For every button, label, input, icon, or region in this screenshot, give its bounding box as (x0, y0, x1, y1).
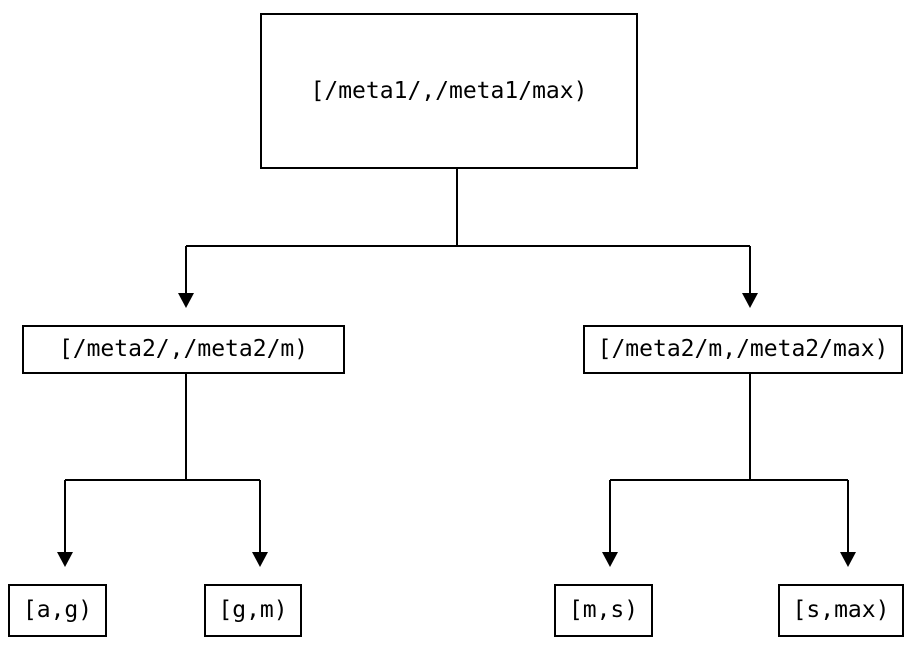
arrowhead-icon (742, 293, 758, 308)
node-root: [/meta1/,/meta1/max) (260, 13, 638, 169)
edge-meta2-left-to-leaf-ag (57, 480, 73, 567)
node-meta2-right: [/meta2/m,/meta2/max) (583, 325, 903, 374)
node-leaf-smax: [s,max) (778, 584, 904, 637)
node-meta2-left-label: [/meta2/,/meta2/m) (58, 336, 309, 362)
node-leaf-smax-label: [s,max) (792, 597, 890, 623)
node-meta2-left: [/meta2/,/meta2/m) (22, 325, 345, 374)
node-meta2-right-label: [/meta2/m,/meta2/max) (597, 336, 889, 362)
arrowhead-icon (57, 552, 73, 567)
edge-meta2-left-branch (65, 374, 260, 481)
arrowhead-icon (252, 552, 268, 567)
node-leaf-ms-label: [m,s) (568, 597, 639, 623)
arrowhead-icon (840, 552, 856, 567)
edge-meta2-right-to-leaf-smax (840, 480, 856, 567)
edge-root-branch (186, 169, 750, 247)
node-leaf-gm: [g,m) (204, 584, 302, 637)
arrowhead-icon (178, 293, 194, 308)
edge-meta2-left-to-leaf-gm (252, 480, 268, 567)
arrowhead-icon (602, 552, 618, 567)
node-leaf-ag-label: [a,g) (22, 597, 93, 623)
edge-root-to-meta2-left (178, 246, 194, 308)
edge-meta2-right-to-leaf-ms (602, 480, 618, 567)
node-root-label: [/meta1/,/meta1/max) (310, 77, 588, 104)
node-leaf-ms: [m,s) (554, 584, 653, 637)
node-leaf-gm-label: [g,m) (218, 597, 288, 623)
edge-root-to-meta2-right (742, 246, 758, 308)
edge-meta2-right-branch (610, 374, 848, 481)
node-leaf-ag: [a,g) (8, 584, 107, 637)
